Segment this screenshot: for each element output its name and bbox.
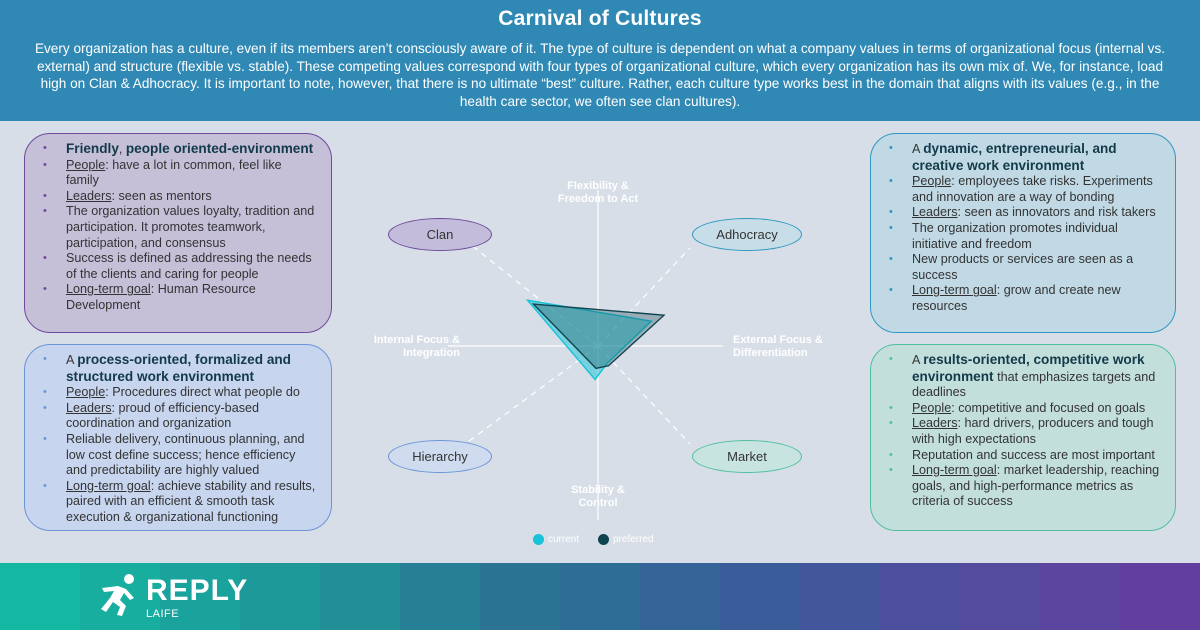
legend-current-swatch [533,534,544,545]
adhocracy-panel: A dynamic, entrepreneurial, and creative… [870,133,1176,333]
clan-values: The organization values loyalty, traditi… [39,204,317,251]
hierarchy-panel: A process-oriented, formalized and struc… [24,344,332,531]
adhocracy-summary: A dynamic, entrepreneurial, and creative… [885,141,1161,174]
adhocracy-leaders: Leaders: seen as innovators and risk tak… [885,205,1161,221]
footer-segment [320,563,400,630]
clan-leaders: Leaders: seen as mentors [39,189,317,205]
legend-preferred-swatch [598,534,609,545]
reply-laife-logo: REPLY LAIFE [96,572,249,620]
footer-segment [800,563,880,630]
market-summary: A results-oriented, competitive work env… [885,352,1161,401]
brand-sub: LAIFE [146,608,180,620]
legend-current-label: current [548,534,580,545]
diagonal-hierarchy [464,345,599,445]
adhocracy-people: People: employees take risks. Experiment… [885,174,1161,205]
hierarchy-people: People: Procedures direct what people do [39,385,317,401]
legend-preferred: preferred [598,534,654,545]
hierarchy-values: Reliable delivery, continuous planning, … [39,432,317,479]
axis-label-left: Internal Focus & Integration [373,334,460,359]
footer-segment [1040,563,1120,630]
hierarchy-summary: A process-oriented, formalized and struc… [39,352,317,385]
adhocracy-goal: Long-term goal: grow and create new reso… [885,283,1161,314]
quadrant-oval-adhocracy: Adhocracy [692,218,802,251]
brand-name: REPLY [146,574,249,607]
footer-segment [240,563,320,630]
axis-label-top: Flexibility & Freedom to Act [557,180,639,205]
quadrant-oval-market: Market [692,440,802,473]
page-title: Carnival of Cultures [498,7,702,30]
market-goal: Long-term goal: market leadership, reach… [885,463,1161,510]
footer-segment [160,563,240,630]
clan-people: People: have a lot in common, feel like … [39,158,317,189]
radar-series-preferred [531,303,666,370]
hierarchy-leaders: Leaders: proud of efficiency-based coord… [39,401,317,432]
hierarchy-goal: Long-term goal: achieve stability and re… [39,479,317,526]
footer-segment [720,563,800,630]
quadrant-oval-clan: Clan [388,218,492,251]
intro-paragraph: Every organization has a culture, even i… [34,41,1166,109]
legend-current: current [533,534,579,545]
footer-segment [880,563,960,630]
radar-svg [448,190,723,520]
axis-label-bottom: Stability & Control [571,484,625,509]
footer-segment [960,563,1040,630]
market-people: People: competitive and focused on goals [885,401,1161,417]
market-panel: A results-oriented, competitive work env… [870,344,1176,531]
footer-segment [400,563,480,630]
footer-band [0,563,1200,630]
clan-panel: Friendly, people oriented-environment Pe… [24,133,332,333]
clan-goal: Long-term goal: Human Resource Developme… [39,282,317,313]
running-figure-icon [101,574,134,616]
quadrant-oval-hierarchy: Hierarchy [388,440,492,473]
footer-segment [640,563,720,630]
clan-success: Success is defined as addressing the nee… [39,251,317,282]
market-values: Reputation and success are most importan… [885,448,1161,464]
axis-label-right: External Focus & Differentiation [733,334,823,359]
footer-segment [560,563,640,630]
culture-radar-chart: Flexibility & Freedom to Act Stability &… [355,130,855,560]
market-leaders: Leaders: hard drivers, producers and tou… [885,416,1161,447]
clan-summary: Friendly, people oriented-environment [39,141,317,158]
legend-preferred-label: preferred [613,534,654,545]
header-banner: Carnival of Cultures Every organization … [0,0,1200,121]
adhocracy-success: New products or services are seen as a s… [885,252,1161,283]
series-layer [525,299,666,381]
footer-segment [480,563,560,630]
footer-segment [1120,563,1200,630]
radar-series-current [525,299,653,381]
adhocracy-values: The organization promotes individual ini… [885,221,1161,252]
footer-segment [0,563,80,630]
